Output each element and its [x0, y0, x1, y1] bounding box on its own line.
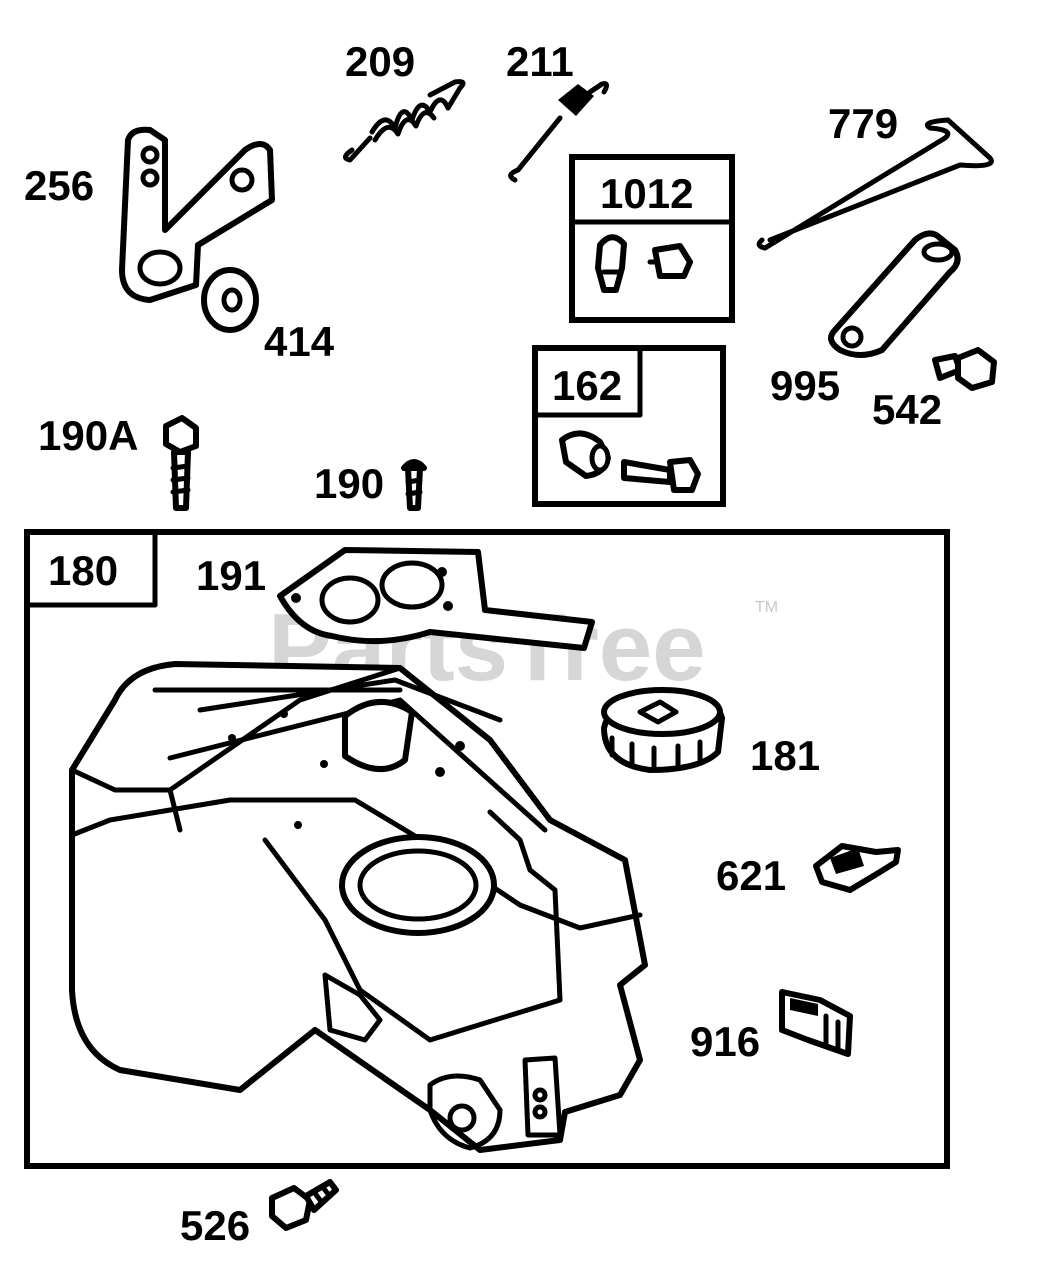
kit-162-box[interactable]: [532, 345, 726, 507]
part-256-throttle-bracket[interactable]: [119, 126, 275, 303]
watermark-trademark: TM: [755, 599, 778, 616]
part-526-screw[interactable]: [269, 1179, 339, 1231]
label-190: 190: [314, 460, 384, 507]
label-181: 181: [750, 732, 820, 779]
part-190-screw[interactable]: [401, 459, 427, 511]
label-190A: 190A: [38, 412, 138, 459]
part-209-governor-spring[interactable]: [343, 79, 466, 163]
part-fuel-tank[interactable]: [69, 661, 648, 1153]
label-191: 191: [196, 552, 266, 599]
kit-1012-box[interactable]: [569, 154, 735, 323]
part-191-gasket[interactable]: [277, 547, 595, 651]
label-526: 526: [180, 1202, 250, 1249]
label-180: 180: [48, 547, 118, 594]
part-162-bushing-and-screw: [559, 430, 701, 493]
label-779: 779: [828, 100, 898, 147]
label-916: 916: [690, 1018, 760, 1065]
part-542-screw[interactable]: [932, 347, 997, 391]
part-181-fuel-cap[interactable]: [601, 687, 725, 773]
label-162: 162: [552, 362, 622, 409]
part-995-governor-lever[interactable]: [828, 230, 961, 358]
label-414: 414: [264, 318, 335, 365]
label-995: 995: [770, 362, 840, 409]
label-542: 542: [872, 386, 942, 433]
label-1012: 1012: [600, 170, 693, 217]
part-779-governor-link[interactable]: [756, 117, 994, 251]
part-211-link-spring[interactable]: [508, 81, 610, 183]
part-190A-screw[interactable]: [163, 415, 199, 511]
label-209: 209: [345, 38, 415, 85]
part-621-clip[interactable]: [813, 843, 901, 893]
part-414-washer[interactable]: [201, 267, 259, 333]
label-621: 621: [716, 852, 786, 899]
label-211: 211: [506, 38, 574, 85]
part-916-clip[interactable]: [779, 989, 853, 1057]
part-1012-swivel: [595, 234, 693, 293]
kit-180-fuel-tank-box[interactable]: [24, 529, 950, 1169]
label-256: 256: [24, 162, 94, 209]
